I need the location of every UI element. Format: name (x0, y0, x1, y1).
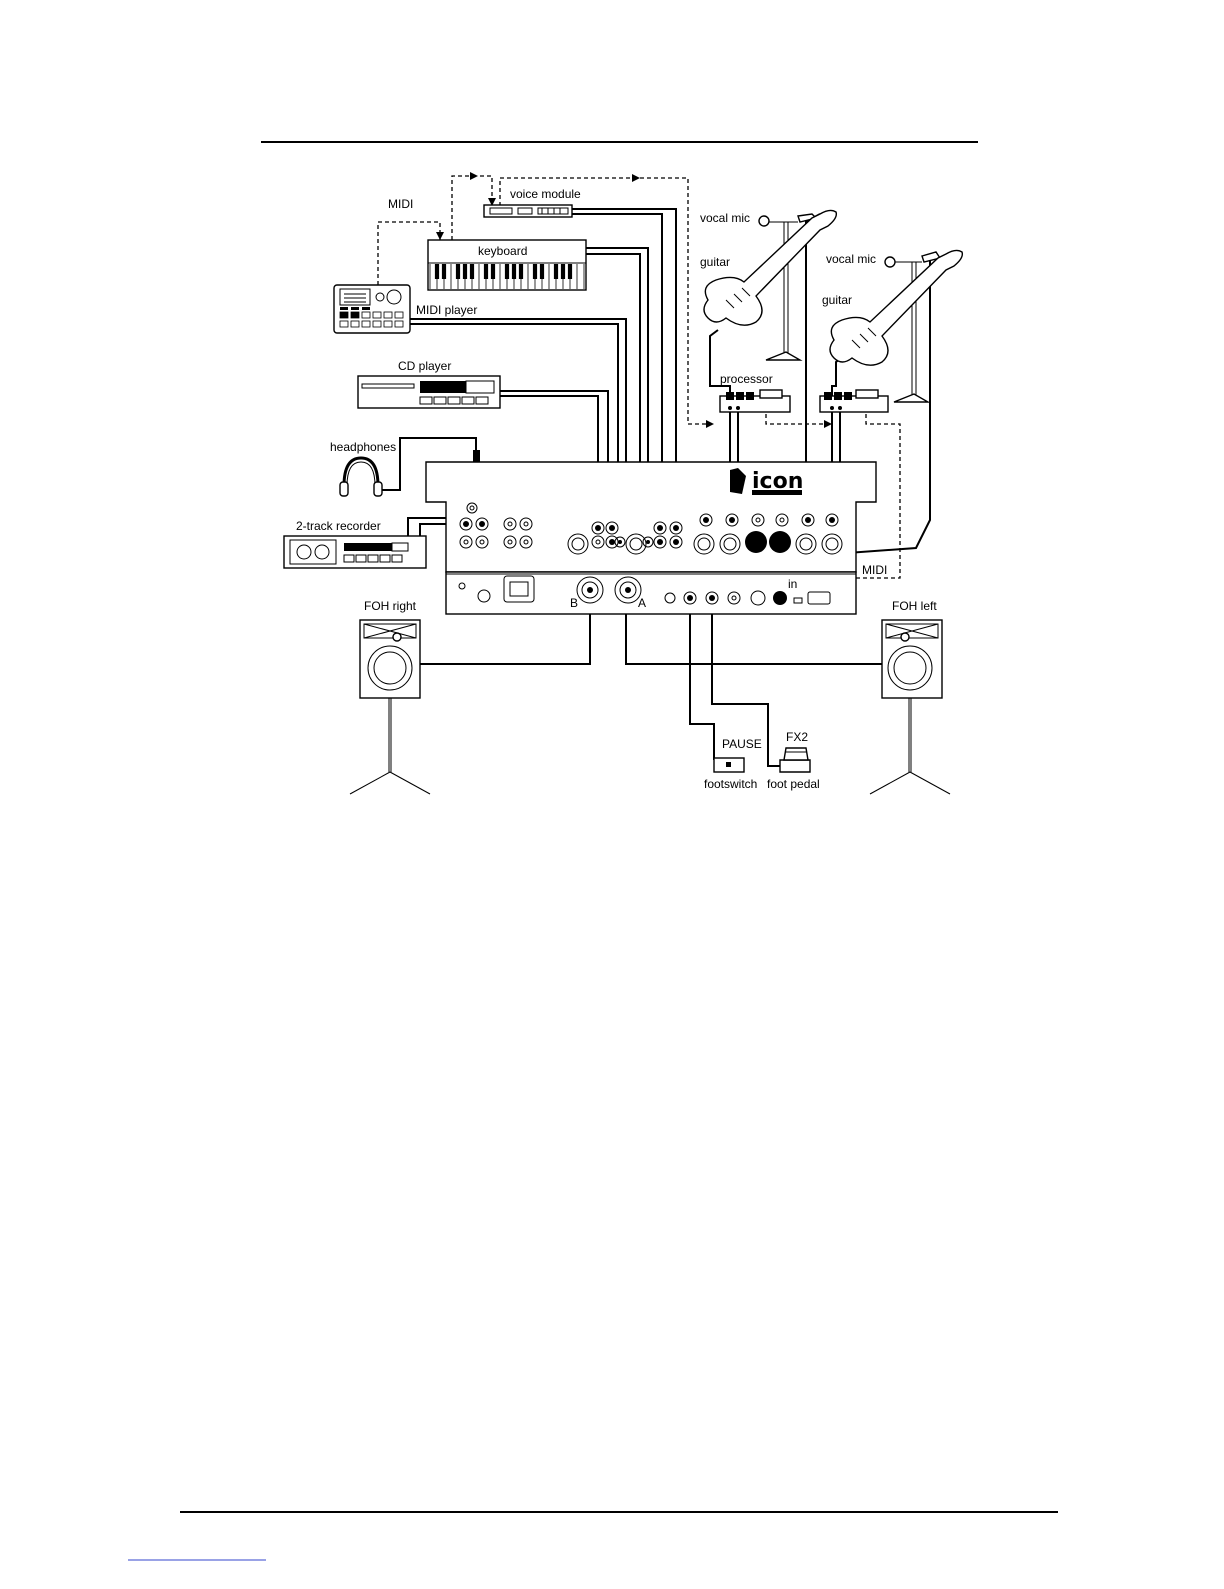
black-key (484, 264, 488, 279)
guitar-2 (830, 250, 962, 365)
midi-top-label: MIDI (388, 197, 413, 211)
black-key (512, 264, 516, 279)
midi-player-pad (340, 312, 348, 318)
foot-pedal (780, 748, 810, 772)
foh-left-label: FOH left (892, 599, 937, 613)
black-key (463, 264, 467, 279)
midi-player-pad (340, 321, 348, 327)
midi-player-pad (384, 321, 392, 327)
headphones (340, 458, 382, 496)
processor-label: processor (720, 372, 773, 386)
guitar-1-label: guitar (700, 255, 730, 269)
midi-player-button (340, 307, 348, 310)
output-a-label: A (638, 596, 646, 610)
icon-series-logo: icon (730, 468, 803, 495)
black-key (533, 264, 537, 279)
black-key (442, 264, 446, 279)
two-track-recorder (284, 536, 426, 568)
foot-pedal-label: foot pedal (767, 777, 820, 791)
midi-player-pad (373, 312, 381, 318)
fx2-label: FX2 (786, 730, 808, 744)
black-key (491, 264, 495, 279)
black-key (505, 264, 509, 279)
midi-player-pad (373, 321, 381, 327)
foh-right-speaker (350, 620, 430, 794)
pause-label: PAUSE (722, 737, 762, 751)
voice-module (484, 205, 572, 217)
midi-player-label: MIDI player (416, 303, 477, 317)
black-key (561, 264, 565, 279)
midi-player-pad (395, 312, 403, 318)
processor-1 (720, 390, 790, 412)
cd-player-label: CD player (398, 359, 451, 373)
vocal-mic-2-label: vocal mic (826, 252, 876, 266)
black-key (540, 264, 544, 279)
voice-module-label: voice module (510, 187, 581, 201)
processor-2 (820, 390, 888, 412)
footswitch-label: footswitch (704, 777, 757, 791)
midi-player-pad (384, 312, 392, 318)
two-track-recorder-label: 2-track recorder (296, 519, 381, 533)
foh-right-label: FOH right (364, 599, 417, 613)
vocal-mic-1-label: vocal mic (700, 211, 750, 225)
midi-player-pad (362, 312, 370, 318)
output-b-label: B (570, 596, 578, 610)
black-key (568, 264, 572, 279)
midi-player-pad (351, 321, 359, 327)
black-key (519, 264, 523, 279)
black-key (456, 264, 460, 279)
black-key (435, 264, 439, 279)
foh-left-speaker (870, 620, 950, 794)
midi-player-button (351, 307, 359, 310)
black-key (470, 264, 474, 279)
headphones-label: headphones (330, 440, 396, 454)
black-key (554, 264, 558, 279)
footswitch (714, 758, 744, 772)
midi-in-label: in (788, 577, 797, 591)
guitar-2-label: guitar (822, 293, 852, 307)
keyboard-label: keyboard (478, 244, 527, 258)
midi-player-pad (362, 321, 370, 327)
cd-player (358, 376, 500, 408)
midi-player-button (362, 307, 370, 310)
midi-player (334, 285, 410, 333)
midi-player-pad (395, 321, 403, 327)
midi-player-pad (351, 312, 359, 318)
midi-right-label: MIDI (862, 563, 887, 577)
